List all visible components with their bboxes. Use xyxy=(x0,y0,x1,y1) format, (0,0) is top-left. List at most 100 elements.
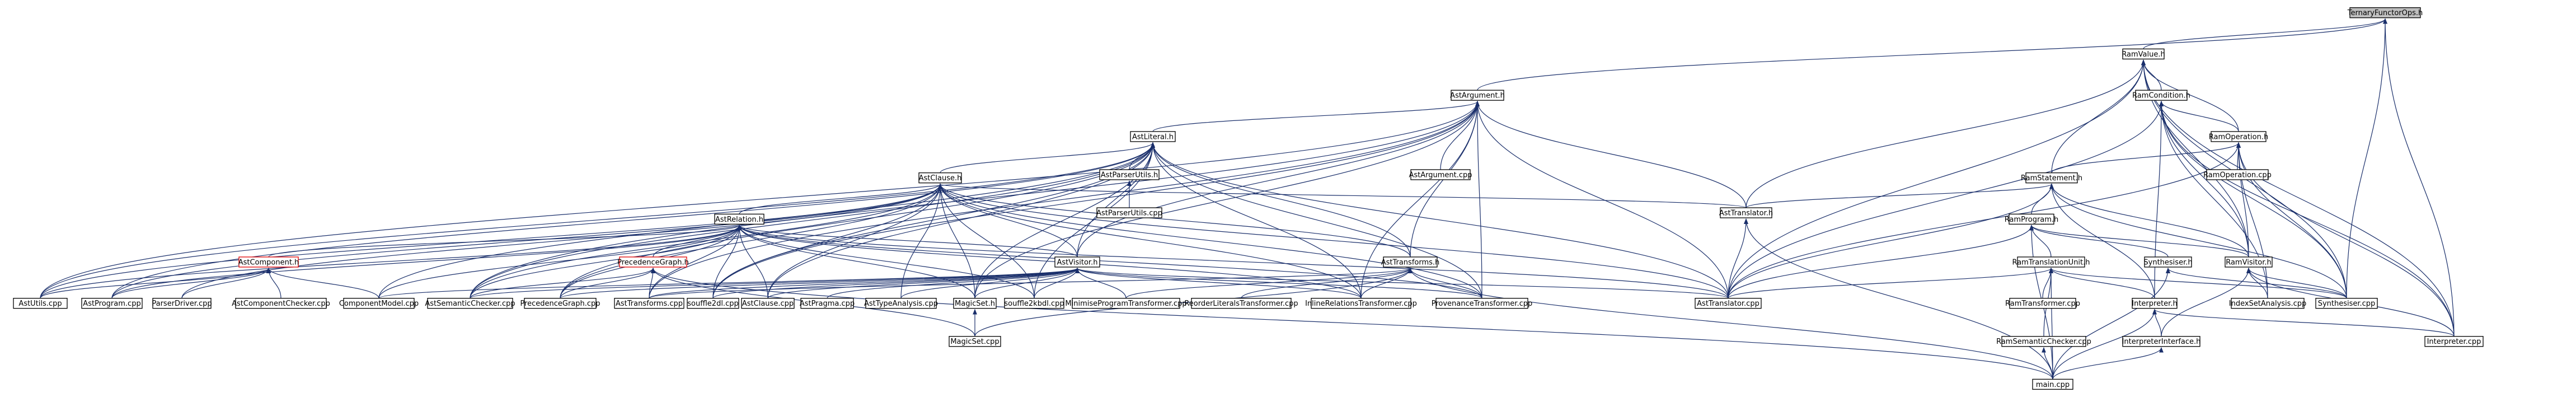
dependency-edge xyxy=(974,101,1480,298)
graph-node-label: ComponentModel.cpp xyxy=(339,300,419,308)
graph-node-magicseth[interactable]: MagicSet.h xyxy=(953,298,997,309)
graph-node-label: AstClause.cpp xyxy=(742,300,794,308)
graph-node-ramoperation[interactable]: RamOperation.h xyxy=(2209,131,2268,142)
graph-node-componentmodelcpp[interactable]: ComponentModel.cpp xyxy=(339,298,419,309)
graph-node-astutilscpp[interactable]: AstUtils.cpp xyxy=(13,298,68,309)
graph-node-box xyxy=(953,298,997,309)
graph-node-box xyxy=(2009,298,2076,309)
graph-node-astargumentcpp[interactable]: AstArgument.cpp xyxy=(1409,169,1472,180)
dependency-edge xyxy=(767,267,1080,299)
graph-node-box xyxy=(1410,169,1471,180)
dependency-edge xyxy=(378,267,1080,299)
graph-node-minimiseprogramcpp[interactable]: MinimiseProgramTransformer.cpp xyxy=(1065,298,1187,309)
graph-node-astliteral[interactable]: AstLiteral.h xyxy=(1130,131,1176,142)
dependency-edge xyxy=(181,183,942,298)
graph-node-label: RamTranslationUnit.h xyxy=(2012,258,2090,267)
dependency-edge xyxy=(653,225,742,258)
dependency-edge xyxy=(470,101,1480,298)
graph-node-asttranslator[interactable]: AstTranslator.h xyxy=(1719,207,1773,218)
dependency-edge xyxy=(737,225,1078,258)
dependency-edge xyxy=(266,267,379,298)
graph-node-ramvisitor[interactable]: RamVisitor.h xyxy=(2225,256,2273,268)
graph-node-astprogramcpp[interactable]: AstProgram.cpp xyxy=(81,298,143,309)
graph-node-souffle2kbdlcpp[interactable]: souffle2kbdl.cpp xyxy=(1004,298,1064,309)
graph-node-precedencegraphcpp[interactable]: PrecedenceGraph.cpp xyxy=(520,298,600,309)
graph-node-box xyxy=(2122,336,2200,347)
graph-node-tfo[interactable]: TernaryFunctorOps.h xyxy=(2347,7,2423,18)
graph-node-provenancecpp[interactable]: ProvenanceTransformer.cpp xyxy=(1432,298,1533,309)
graph-node-box xyxy=(918,172,962,184)
graph-node-astvisitor[interactable]: AstVisitor.h xyxy=(1054,256,1100,268)
graph-node-interpretercpp[interactable]: Interpreter.cpp xyxy=(2424,336,2484,347)
graph-node-label: AstUtils.cpp xyxy=(18,300,62,308)
dependency-edge xyxy=(2049,183,2249,257)
graph-node-asttypeanalysiscpp[interactable]: AstTypeAnalysis.cpp xyxy=(864,298,938,309)
graph-node-astparserutils[interactable]: AstParserUtils.h xyxy=(1099,169,1160,180)
dependency-edge xyxy=(900,267,1080,298)
graph-node-asttransforms[interactable]: AstTransforms.h xyxy=(1381,256,1440,268)
graph-node-box xyxy=(2135,90,2188,101)
graph-node-asttransformscpp[interactable]: AstTransforms.cpp xyxy=(614,298,684,309)
dependency-edge xyxy=(111,267,271,298)
graph-node-ramoperationcpp[interactable]: RamOperation.cpp xyxy=(2203,169,2272,180)
graph-node-ramcondition[interactable]: RamCondition.h xyxy=(2132,90,2190,101)
graph-node-astcomponentcheckercpp[interactable]: AstComponentChecker.cpp xyxy=(232,298,330,309)
dependency-edge xyxy=(181,267,271,298)
graph-node-astclausecpp[interactable]: AstClause.cpp xyxy=(741,298,795,309)
dependency-edge xyxy=(712,267,1080,299)
graph-node-astrelation[interactable]: AstRelation.h xyxy=(714,213,764,225)
graph-node-ramprogram[interactable]: RamProgram.h xyxy=(2005,213,2059,225)
graph-node-label: AstTranslator.h xyxy=(1719,209,1773,218)
graph-node-astpragmacpp[interactable]: AstPragma.cpp xyxy=(800,298,855,309)
graph-node-box xyxy=(614,298,684,309)
graph-node-box xyxy=(1130,131,1176,142)
dependency-edge xyxy=(560,267,1080,299)
graph-node-synthesisercpp[interactable]: Synthesiser.cpp xyxy=(2315,298,2378,309)
graph-node-precedencegraph[interactable]: PrecedenceGraph.h xyxy=(617,256,689,268)
graph-node-label: RamProgram.h xyxy=(2005,216,2059,224)
graph-node-label: Synthesiser.cpp xyxy=(2318,300,2376,308)
graph-node-reorderliteralscpp[interactable]: ReorderLiteralsTransformer.cpp xyxy=(1184,298,1298,309)
graph-node-ramsemanticcheckercpp[interactable]: RamSemanticChecker.cpp xyxy=(1996,336,2091,347)
dependency-edge xyxy=(470,183,942,298)
graph-node-astparserutilscpp[interactable]: AstParserUtils.cpp xyxy=(1096,207,1162,218)
graph-node-asttranslatorcpp[interactable]: AstTranslator.cpp xyxy=(1695,298,1762,309)
graph-node-label: MinimiseProgramTransformer.cpp xyxy=(1065,300,1186,308)
graph-node-label: MagicSet.cpp xyxy=(950,338,999,346)
graph-node-synthesiser[interactable]: Synthesiser.h xyxy=(2143,256,2193,268)
graph-node-label: souffle2kbdl.cpp xyxy=(1004,300,1064,308)
graph-node-box xyxy=(800,298,854,309)
dependency-edge xyxy=(1360,101,1480,298)
graph-node-box xyxy=(1311,298,1411,309)
dependency-edge xyxy=(1034,142,1155,298)
graph-node-astclause[interactable]: AstClause.h xyxy=(918,172,962,184)
dependency-edge xyxy=(2042,347,2053,380)
graph-node-astargument[interactable]: AstArgument.h xyxy=(1450,90,1505,101)
dependency-edge xyxy=(1728,225,2034,298)
graph-node-interpreterh[interactable]: Interpreter.h xyxy=(2132,298,2178,309)
graph-node-interpreterinterface[interactable]: InterpreterInterface.h xyxy=(2122,336,2201,347)
graph-node-ramtranslationunit[interactable]: RamTranslationUnit.h xyxy=(2012,256,2090,268)
graph-node-maincpp[interactable]: main.cpp xyxy=(2032,379,2073,390)
dependency-edge xyxy=(2029,225,2169,258)
graph-node-label: RamOperation.cpp xyxy=(2203,171,2272,179)
graph-node-parserdrivercpp[interactable]: ParserDriver.cpp xyxy=(152,298,212,309)
graph-node-astsemanticcheckercpp[interactable]: AstSemanticChecker.cpp xyxy=(425,298,515,309)
graph-node-ramstatement[interactable]: RamStatement.h xyxy=(2021,172,2082,184)
graph-node-astcomponent[interactable]: AstComponent.h xyxy=(238,256,299,268)
graph-node-magicsetcpp[interactable]: MagicSet.cpp xyxy=(949,336,1001,347)
dependency-edge xyxy=(2141,59,2162,91)
dependency-edge xyxy=(470,225,742,298)
dependency-edge xyxy=(2246,267,2347,298)
graph-node-box xyxy=(1383,256,1438,268)
dependency-edge xyxy=(1728,142,2241,298)
graph-node-box xyxy=(2144,256,2192,268)
graph-node-souffle2dlcpp[interactable]: souffle2dl.cpp xyxy=(687,298,739,309)
graph-node-box xyxy=(152,298,212,309)
graph-node-indexsetanalysiscpp[interactable]: IndexSetAnalysis.cpp xyxy=(2229,298,2306,309)
dependency-edge xyxy=(2159,101,2249,257)
graph-node-ramvalue[interactable]: RamValue.h xyxy=(2122,48,2165,60)
graph-node-box xyxy=(2032,379,2073,390)
graph-node-ramtransformercpp[interactable]: RamTransformer.cpp xyxy=(2005,298,2080,309)
graph-node-inlinerelationscpp[interactable]: InlineRelationsTransformer.cpp xyxy=(1305,298,1417,309)
